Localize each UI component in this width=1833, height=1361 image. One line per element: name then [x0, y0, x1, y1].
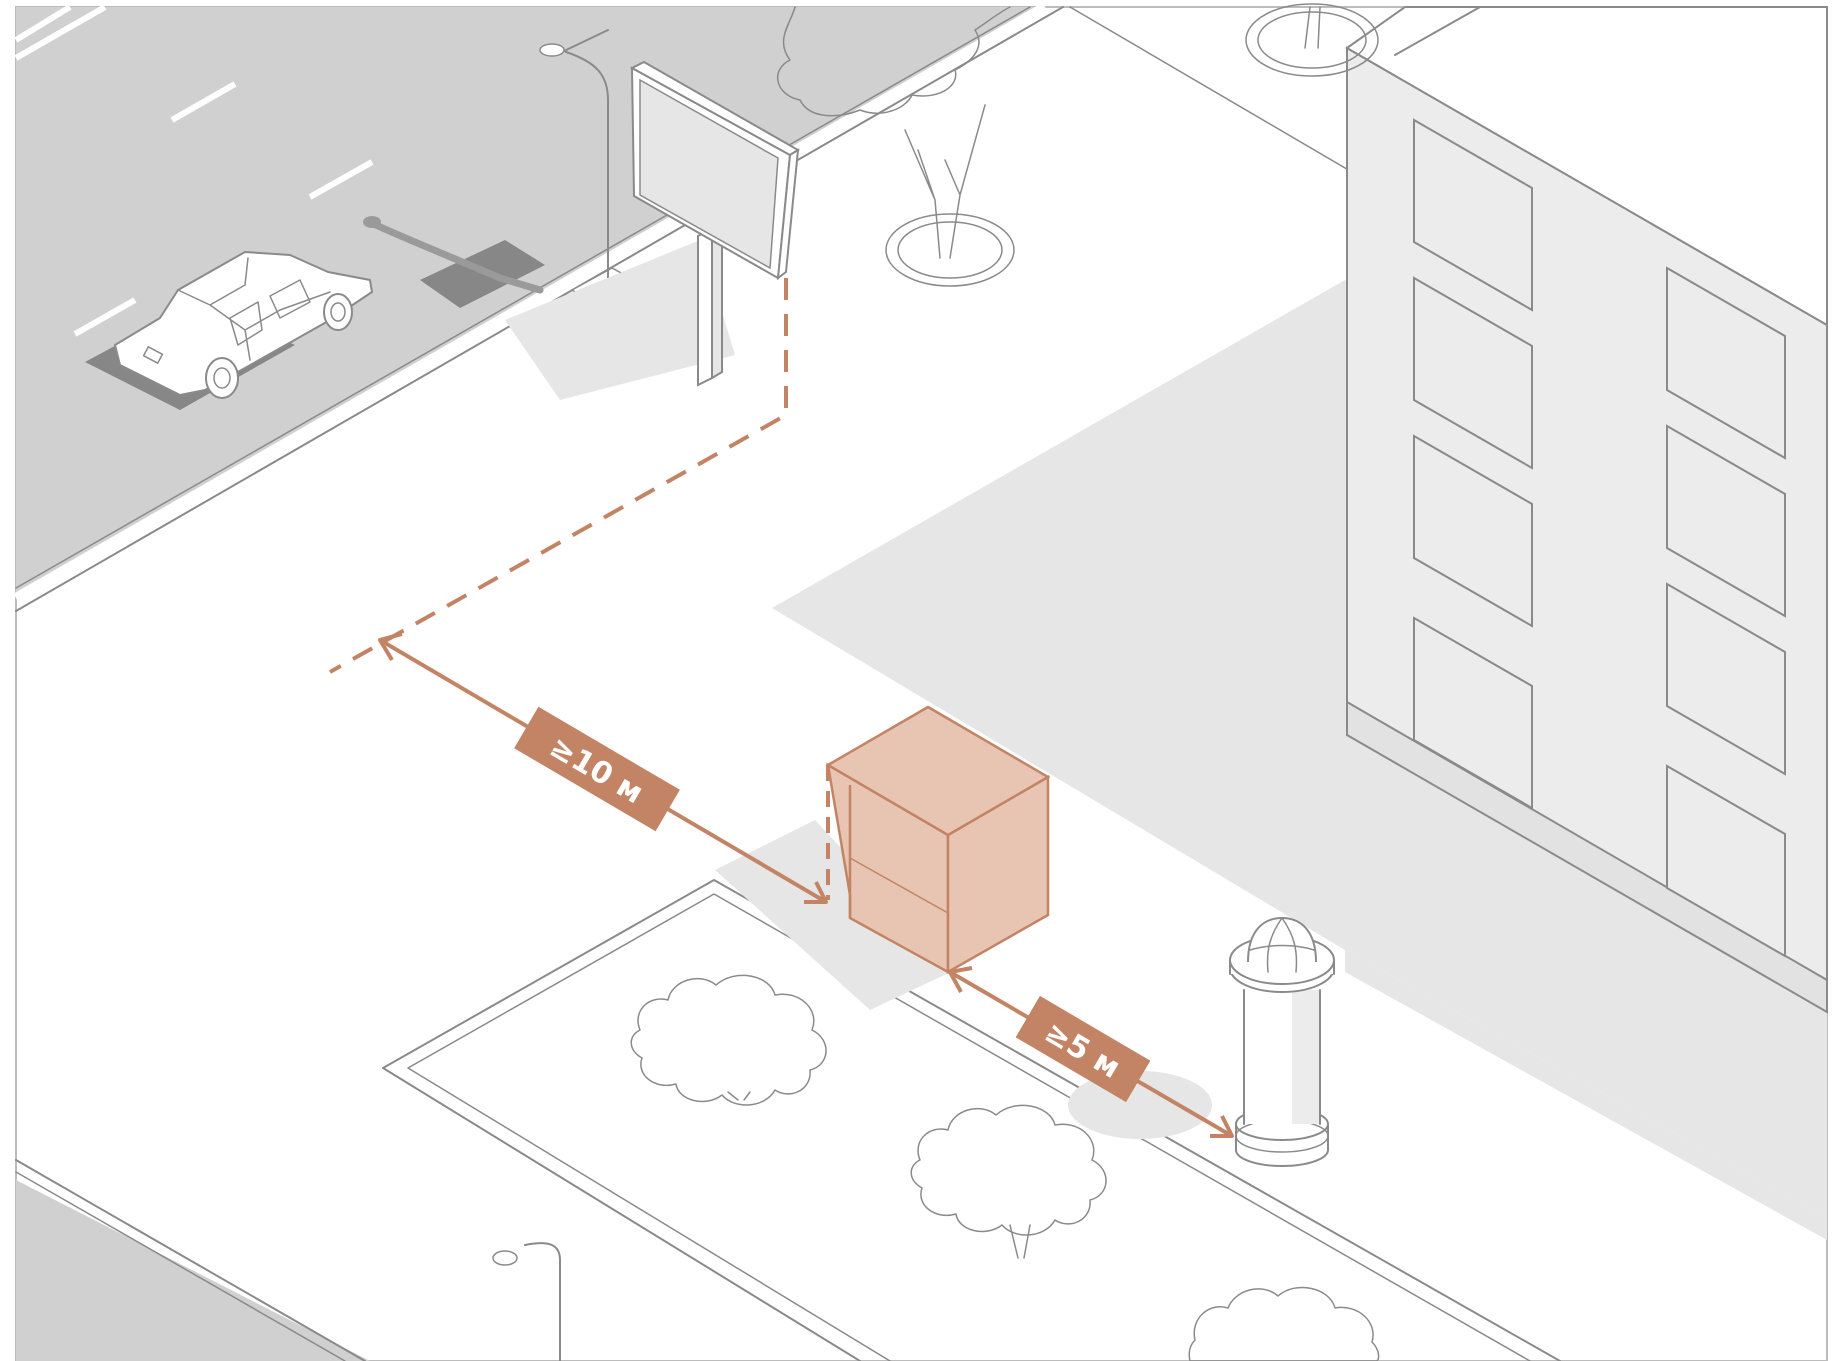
advertising-column-icon: [1230, 918, 1334, 1166]
